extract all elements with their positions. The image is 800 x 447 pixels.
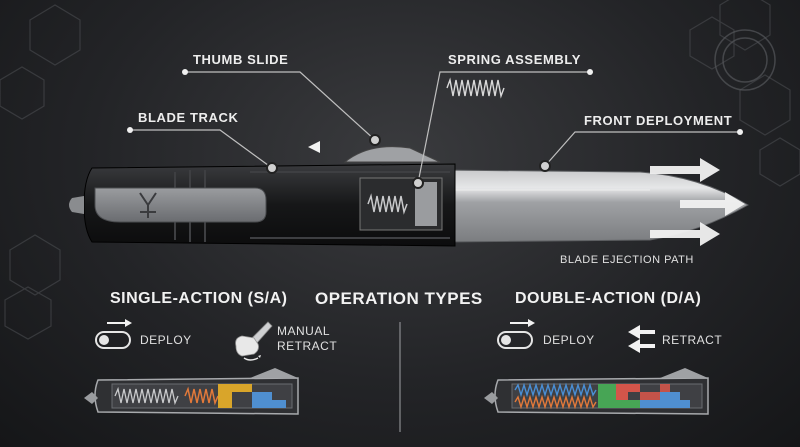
spring-icon	[367, 193, 408, 215]
double-action-title: DOUBLE-ACTION (D/A)	[515, 290, 702, 307]
blade-ejection-path-label: BLADE EJECTION PATH	[560, 254, 694, 266]
front-deployment-label: FRONT DEPLOYMENT	[584, 113, 733, 128]
double-deploy-toggle-icon	[497, 331, 533, 349]
operation-types-title: OPERATION TYPES	[315, 289, 483, 308]
pocket-clip	[94, 187, 267, 223]
single-deploy-toggle-icon	[95, 331, 131, 349]
spring-assembly-label: SPRING ASSEMBLY	[448, 52, 582, 67]
double-deploy-label: DEPLOY	[543, 333, 595, 347]
single-deploy-label: DEPLOY	[140, 333, 192, 347]
arrow-left-icon	[308, 141, 355, 153]
thumb-slide-label: THUMB SLIDE	[193, 52, 289, 67]
hand-knife-icon	[235, 321, 273, 361]
handle	[69, 146, 456, 247]
arrow-right-icon	[650, 158, 745, 246]
manual-retract-label-line2: RETRACT	[277, 339, 338, 353]
spring-assembly-icon	[446, 77, 505, 99]
retract-arrows-icon	[628, 325, 655, 353]
clip-logo-icon	[139, 192, 157, 218]
blade	[439, 169, 749, 243]
manual-retract-label-line1: MANUAL	[277, 324, 331, 338]
double-retract-label: RETRACT	[662, 333, 723, 347]
blade-track-label: BLADE TRACK	[138, 110, 239, 125]
double-action-cutaway	[484, 368, 709, 415]
single-action-cutaway	[84, 368, 299, 415]
single-action-title: SINGLE-ACTION (S/A)	[110, 290, 288, 307]
